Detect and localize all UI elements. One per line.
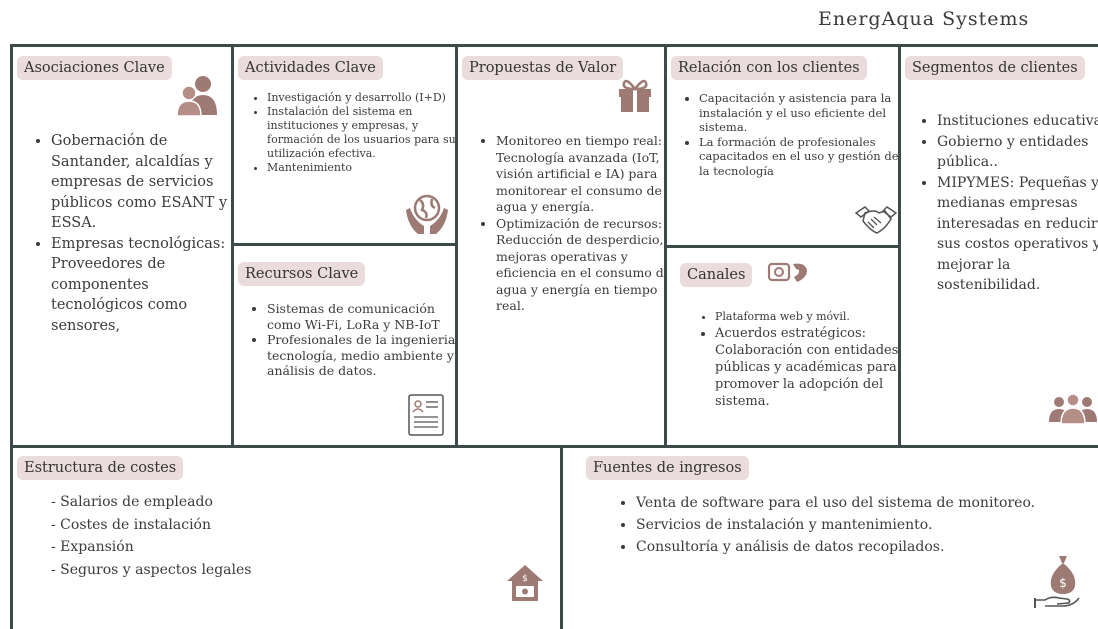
section-actividades: Actividades Clave Investigación y desarr… — [234, 47, 455, 243]
list-item: Optimización de recursos: Reducción de d… — [496, 216, 664, 315]
house-money-icon: $ — [505, 563, 545, 607]
list-item: Empresas tecnológicas: Proveedores de co… — [51, 234, 231, 337]
list-item: Acuerdos estratégicos: Colaboración con … — [715, 325, 898, 410]
section-ingresos: Fuentes de ingresos Venta de software pa… — [563, 448, 1098, 629]
list-item: - Expansión — [51, 539, 134, 555]
list-item: - Seguros y aspectos legales — [51, 561, 252, 578]
divider-bottom — [560, 445, 563, 629]
list-item: Profesionales de la ingenieria, tecnolog… — [267, 332, 455, 379]
section-title: Fuentes de ingresos — [586, 456, 749, 480]
list-item: Venta de software para el uso del sistem… — [636, 492, 1036, 514]
gift-icon — [616, 75, 654, 117]
list-item: Servicios de instalación y mantenimiento… — [636, 514, 1036, 536]
section-title: Estructura de costes — [17, 456, 184, 480]
business-model-canvas: Asociaciones Clave Gobernación de Santan… — [10, 44, 1098, 629]
top-border — [10, 44, 1098, 47]
list-item: Mantenimiento — [267, 161, 455, 175]
section-title: Asociaciones Clave — [17, 56, 172, 80]
list-item: Monitoreo en tiempo real: Tecnología ava… — [496, 133, 664, 216]
list-item: Instalación del sistema en instituciones… — [267, 105, 455, 161]
section-recursos: Recursos Clave Sistemas de comunicación … — [234, 246, 455, 445]
section-costes: Estructura de costes - Salarios de emple… — [13, 448, 560, 629]
list-item: Gobierno y entidades pública.. — [937, 132, 1098, 173]
money-bag-hand-icon: $ — [1033, 552, 1081, 612]
document-icon — [406, 393, 446, 441]
list-item: - Salarios de empleado — [51, 494, 213, 510]
phone-icon — [767, 260, 809, 290]
list-item: Sistemas de comunicación como Wi-Fi, LoR… — [267, 301, 455, 332]
section-canales: Canales Plataforma web y móvil. Acuerdos… — [667, 248, 898, 445]
svg-text:$: $ — [1059, 576, 1067, 590]
section-title: Segmentos de clientes — [905, 56, 1085, 80]
list-item: Plataforma web y móvil. — [715, 308, 898, 325]
divider-1 — [231, 44, 234, 448]
list-item: - Costes de instalación — [51, 516, 211, 533]
brand-title: EnergAqua Systems — [818, 8, 1030, 30]
list-item: Gobernación de Santander, alcaldías y em… — [51, 131, 231, 234]
list-item: MIPYMES: Pequeñas y medianas empresas in… — [937, 173, 1098, 296]
divider-2 — [455, 44, 458, 448]
group-icon — [1049, 392, 1097, 428]
list-item: Consultoría y análisis de datos recopila… — [636, 536, 1036, 558]
svg-text:$: $ — [522, 574, 528, 584]
middle-border — [10, 445, 1098, 448]
section-title: Canales — [680, 263, 753, 287]
section-title: Propuestas de Valor — [462, 56, 624, 80]
section-relacion: Relación con los clientes Capacitación y… — [667, 47, 898, 245]
section-title: Relación con los clientes — [671, 56, 867, 80]
list-item: La formación de profesionales capacitado… — [699, 135, 898, 179]
section-asociaciones: Asociaciones Clave Gobernación de Santan… — [13, 47, 231, 445]
section-title: Actividades Clave — [238, 56, 383, 80]
section-title: Recursos Clave — [238, 262, 366, 286]
left-border — [10, 44, 13, 629]
divider-relacion-canales — [664, 245, 900, 248]
people-icon — [175, 73, 221, 121]
section-segmentos: Segmentos de clientes Instituciones educ… — [901, 47, 1098, 445]
handshake-icon — [854, 205, 898, 239]
globe-hands-icon — [404, 190, 450, 240]
section-propuestas: Propuestas de Valor Monitoreo en tiempo … — [458, 47, 664, 445]
list-item: Investigación y desarrollo (I+D) — [267, 91, 455, 105]
list-item: Capacitación y asistencia para la instal… — [699, 91, 898, 135]
divider-actividades-recursos — [231, 243, 457, 246]
list-item: Instituciones educativas — [937, 111, 1098, 132]
